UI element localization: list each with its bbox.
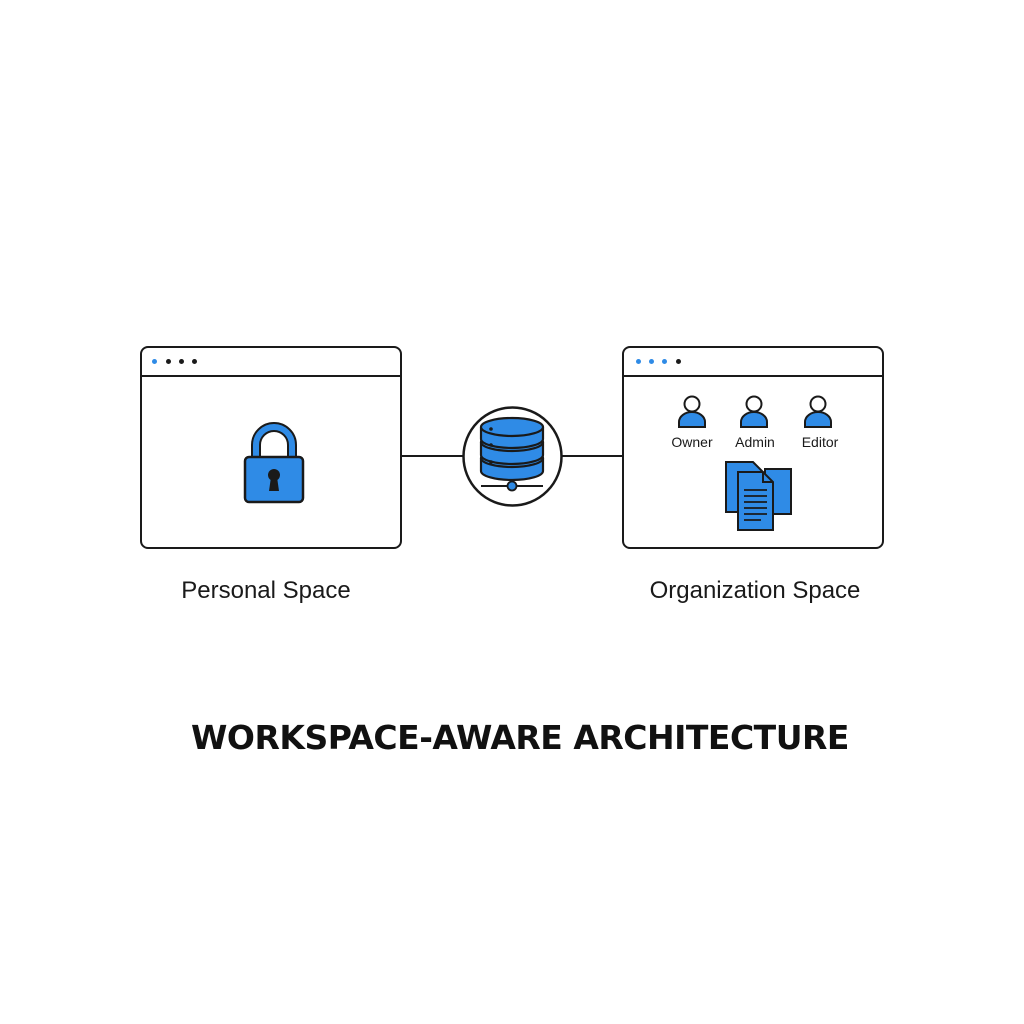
role-owner-label: Owner: [671, 434, 713, 450]
connector-left: [401, 455, 463, 457]
role-editor-label: Editor: [801, 434, 839, 450]
organization-space-label: Organization Space: [649, 577, 861, 604]
window-dot: [192, 359, 197, 364]
window-titlebar: [624, 348, 882, 377]
padlock-icon: [242, 421, 306, 505]
user-icon: [803, 394, 833, 428]
database-server-icon: [461, 405, 564, 508]
role-admin-label: Admin: [735, 434, 775, 450]
window-dot: [676, 359, 681, 364]
window-dot: [166, 359, 171, 364]
documents-icon: [723, 460, 795, 532]
user-icon: [739, 394, 769, 428]
personal-space-window: [140, 346, 402, 549]
window-dot: [662, 359, 667, 364]
diagram-title: WORKSPACE-AWARE ARCHITECTURE: [191, 718, 849, 757]
user-icon: [677, 394, 707, 428]
organization-space-window: Owner Admin Editor: [622, 346, 884, 549]
window-dot: [179, 359, 184, 364]
window-titlebar: [142, 348, 400, 377]
connector-right: [562, 455, 623, 457]
window-dot: [152, 359, 157, 364]
personal-space-label: Personal Space: [181, 577, 351, 604]
window-dot: [636, 359, 641, 364]
window-dot: [649, 359, 654, 364]
